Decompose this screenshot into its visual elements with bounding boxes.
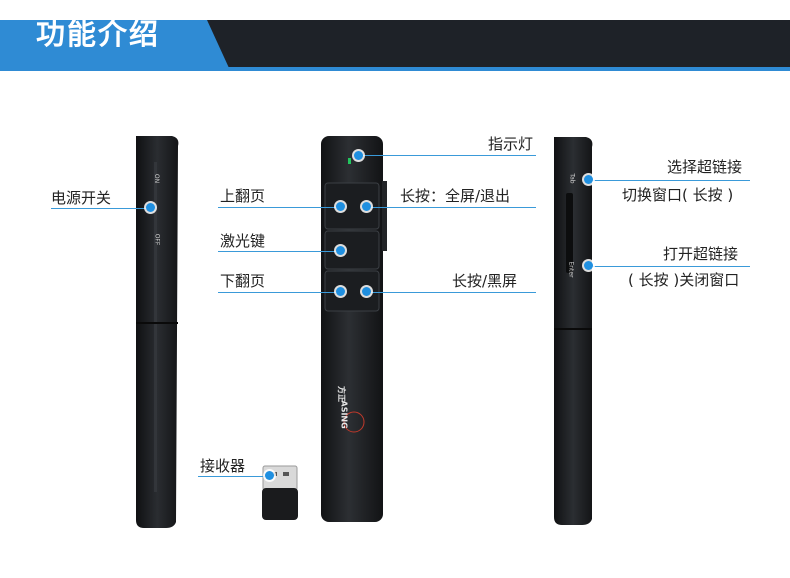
line-blackscreen	[366, 292, 536, 293]
dot-indicator	[354, 151, 363, 160]
line-page-down	[218, 292, 342, 293]
line-power	[51, 208, 151, 209]
header-banner: 功能介绍	[0, 0, 790, 72]
dot-page-down	[336, 287, 345, 296]
dot-select-link	[584, 175, 593, 184]
line-page-up	[218, 207, 342, 208]
dot-blackscreen	[362, 287, 371, 296]
label-close-window: ( 长按 )关闭窗口	[628, 271, 740, 289]
page-title: 功能介绍	[36, 17, 161, 51]
line-select-link	[589, 180, 750, 181]
tab-mark: Tab	[568, 173, 576, 184]
label-page-down: 下翻页	[220, 272, 266, 290]
label-receiver: 接收器	[200, 457, 246, 475]
left-device-image	[136, 136, 179, 528]
label-page-up: 上翻页	[220, 187, 266, 205]
dot-open-link	[584, 261, 593, 270]
center-device-image	[321, 136, 387, 522]
dot-laser	[336, 246, 345, 255]
banner-shape	[0, 20, 790, 71]
on-mark: ON	[153, 173, 161, 184]
enter-mark: Enter	[567, 261, 575, 278]
label-laser: 激光键	[220, 232, 266, 250]
right-device-image	[554, 137, 593, 525]
dot-receiver	[265, 471, 274, 480]
off-mark: OFF	[153, 233, 161, 246]
label-select-link: 选择超链接	[667, 158, 743, 176]
label-switch-window: 切换窗口( 长按 )	[622, 186, 734, 204]
label-blackscreen: 长按/黑屏	[452, 272, 518, 290]
label-indicator: 指示灯	[488, 135, 534, 153]
line-fullscreen	[366, 207, 536, 208]
line-indicator	[358, 155, 536, 156]
label-open-link: 打开超链接	[663, 245, 739, 263]
line-receiver	[198, 476, 270, 477]
dot-power	[146, 203, 155, 212]
label-power-switch: 电源开关	[51, 189, 112, 207]
line-laser	[218, 251, 342, 252]
dot-fullscreen	[362, 202, 371, 211]
line-open-link	[589, 266, 750, 267]
label-fullscreen: 长按：全屏/退出	[400, 187, 511, 205]
dot-page-up	[336, 202, 345, 211]
brand-mark: ASING	[339, 400, 349, 429]
